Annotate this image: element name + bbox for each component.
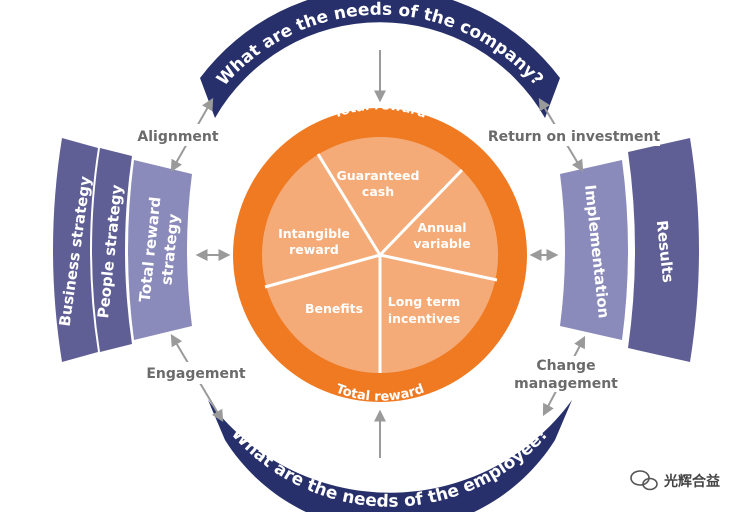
bottom-banner: What are the needs of the employee? <box>208 400 572 516</box>
ring-bottom-label: Total reward <box>334 382 426 405</box>
right-bands: Implementation Results <box>560 138 699 362</box>
divider-top-left <box>316 153 382 256</box>
benefits-line1: Benefits <box>305 301 363 316</box>
guaranteed-cash-line1: Guaranteed <box>337 168 420 183</box>
slice-benefits: Benefits <box>305 301 363 316</box>
slice-annual-variable: Annual variable <box>413 220 470 251</box>
bottom-banner-shape <box>208 400 572 516</box>
engagement-label: Engagement <box>146 366 246 382</box>
alignment-label: Alignment <box>137 129 218 145</box>
change-management-label-bg <box>508 356 624 392</box>
divider-top-right <box>378 168 464 257</box>
annual-variable-line2: variable <box>413 236 470 251</box>
engagement-label-bg <box>138 362 254 384</box>
wechat-icon <box>630 470 658 491</box>
slice-long-term-incentives: Long term incentives <box>388 294 460 326</box>
annual-variable-line1: Annual <box>417 220 466 235</box>
change-management-label-line2: management <box>514 376 618 392</box>
business-strategy-band <box>53 138 98 362</box>
return-on-investment-label: Return on investment <box>488 129 661 145</box>
total-reward-wheel: Total reward Total reward Guaranteed cas… <box>233 98 527 405</box>
top-banner-shape <box>200 0 560 118</box>
results-band <box>628 138 699 362</box>
implementation-band <box>560 160 628 340</box>
alignment-label-bg <box>132 124 224 146</box>
intangible-reward-line2: reward <box>289 242 339 257</box>
roi-label-bg <box>488 124 660 146</box>
bottom-banner-label: What are the needs of the employee? <box>227 424 553 512</box>
guaranteed-cash-line2: cash <box>362 184 394 199</box>
watermark-label: 光辉合益 <box>663 473 720 490</box>
slice-intangible-reward: Intangible reward <box>278 226 350 257</box>
long-term-incentives-line1: Long term <box>388 294 460 309</box>
change-management-label-line1: Change <box>536 358 595 374</box>
intangible-reward-line1: Intangible <box>278 226 350 241</box>
watermark: 光辉合益 <box>630 470 720 491</box>
slice-dividers <box>264 153 498 373</box>
ring-top-label: Total reward <box>331 98 428 121</box>
divider-left <box>264 253 381 289</box>
divider-right <box>379 253 498 282</box>
people-strategy-band <box>92 148 132 352</box>
total-reward-strategy-band <box>128 160 192 340</box>
left-bands: Business strategy People strategy Total … <box>53 138 192 362</box>
long-term-incentives-line2: incentives <box>388 311 460 326</box>
slice-guaranteed-cash: Guaranteed cash <box>337 168 420 199</box>
